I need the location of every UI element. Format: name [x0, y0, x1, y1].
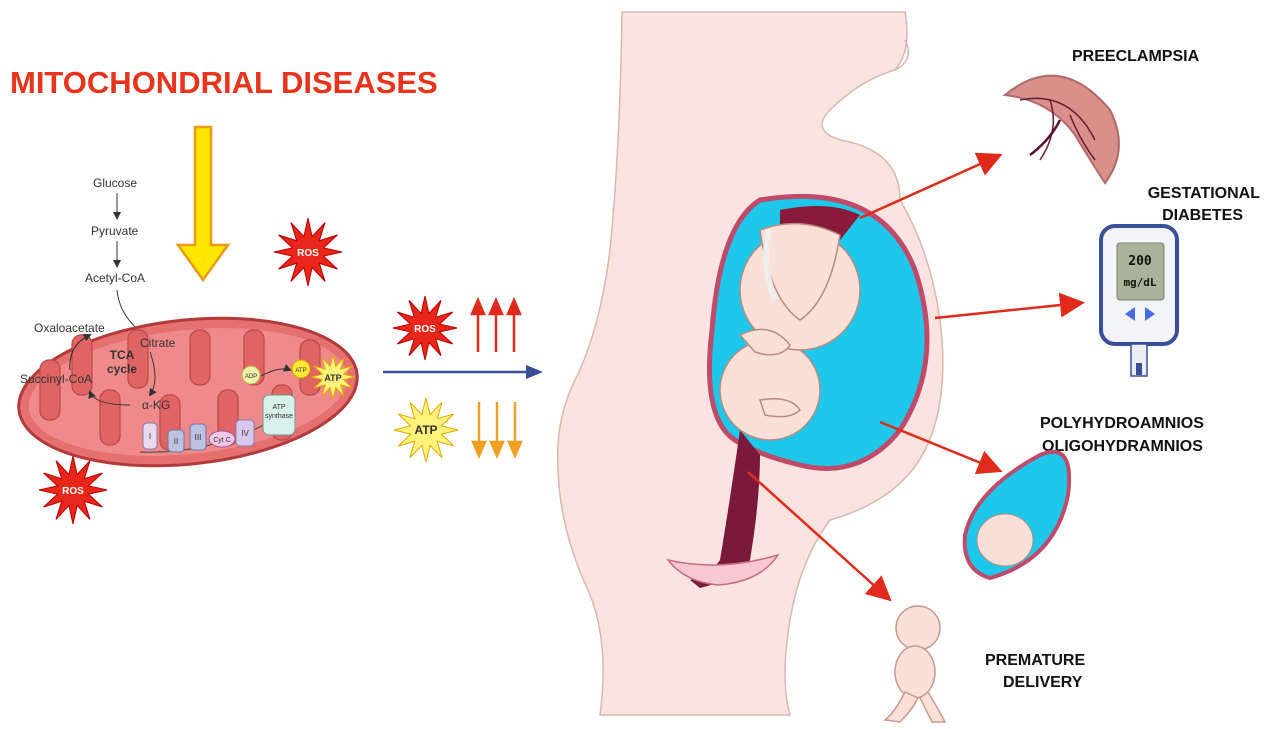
atp-decrease: ATP — [394, 398, 521, 462]
gestational-label-2: DIABETES — [1162, 207, 1243, 224]
succinyl-coa-label: Succinyl-CoA — [20, 372, 92, 386]
glucose-label: Glucose — [93, 176, 137, 190]
cytc-label: Cyt C — [213, 437, 231, 444]
ros-middle-label: ROS — [414, 324, 436, 335]
complex-iv-label: IV — [241, 429, 249, 438]
atp-burst-label: ATP — [324, 373, 341, 383]
title-text: MITOCHONDRIAL DISEASES — [10, 65, 438, 100]
glucometer-unit: mg/dL — [1123, 276, 1156, 289]
acetyl-coa-label: Acetyl-CoA — [85, 271, 145, 285]
ros-increase: ROS — [393, 296, 520, 360]
amnios-label-2: OLIGOHYDRAMNIOS — [1042, 438, 1203, 455]
preeclampsia-label: PREECLAMPSIA — [1072, 48, 1200, 65]
amnios-label-1: POLYHYDROAMNIOS — [1040, 415, 1204, 432]
tca-label-2: cycle — [107, 362, 137, 376]
glycolysis-pathway: Glucose Pyruvate Acetyl-CoA — [85, 176, 150, 338]
ros-burst-bottom: ROS — [39, 456, 107, 524]
pyruvate-label: Pyruvate — [91, 224, 139, 238]
yellow-down-arrow — [178, 127, 228, 280]
blue-right-arrow — [383, 365, 543, 379]
gestational-label-1: GESTATIONAL — [1148, 185, 1261, 202]
atp-synthase-label-2: synthase — [265, 413, 293, 420]
glucometer-value: 200 — [1128, 254, 1152, 269]
atp-middle-label: ATP — [414, 423, 437, 437]
ros-top-label: ROS — [297, 248, 319, 259]
amniotic-sac-icon — [965, 452, 1069, 578]
newborn-icon — [885, 606, 945, 722]
ros-bottom-label: ROS — [62, 486, 84, 497]
atp-small-label: ATP — [295, 368, 306, 374]
premature-label-1: PREMATURE — [985, 652, 1085, 669]
complex-iii-label: III — [195, 433, 202, 442]
placenta-icon — [1005, 76, 1119, 183]
akg-label: α-KG — [142, 398, 170, 412]
premature-label-2: DELIVERY — [1003, 674, 1083, 691]
glucometer-icon: 200 mg/dL — [1101, 226, 1177, 376]
oxaloacetate-label: Oxaloacetate — [34, 321, 105, 335]
atp-synthase-label-1: ATP — [272, 404, 285, 411]
complex-i-label: I — [149, 432, 151, 441]
tca-label-1: TCA — [110, 348, 135, 362]
citrate-label: Citrate — [140, 336, 176, 350]
ros-burst-top: ROS — [274, 218, 342, 286]
adp-label: ADP — [245, 374, 257, 380]
complex-ii-label: II — [174, 437, 178, 446]
